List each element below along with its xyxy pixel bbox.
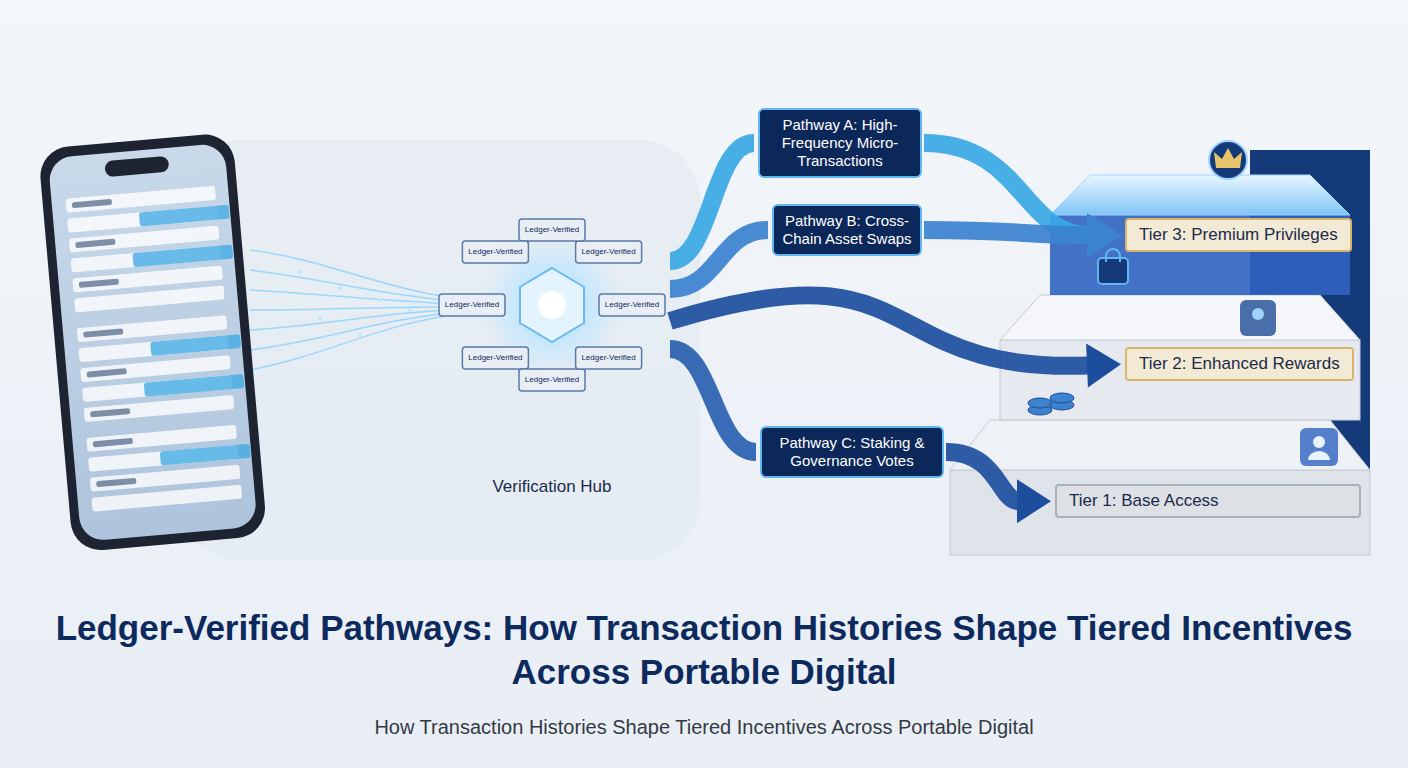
tier-label: Tier 2: Enhanced Rewards — [1125, 347, 1354, 381]
arrow-head — [1087, 213, 1121, 257]
flow-band-line — [670, 295, 1089, 366]
phone-illustration — [38, 132, 268, 552]
arrow-head — [1086, 344, 1121, 388]
tile-label: Ledger-Verified — [519, 225, 585, 235]
tile-label: Ledger-Verified — [439, 300, 505, 310]
tile-label: Ledger-Verified — [599, 300, 665, 310]
node-text: Tier 1: Base Access — [1069, 491, 1347, 511]
arrow-head — [1017, 479, 1051, 523]
diagram-title: Ledger-Verified Pathways: How Transactio… — [54, 606, 1354, 694]
tier-label: Tier 3: Premium Privileges — [1125, 218, 1352, 252]
flow-band-line — [924, 143, 1089, 235]
node-text: Pathway A: High-Frequency Micro-Transact… — [768, 116, 912, 170]
tier-label: Tier 1: Base Access — [1055, 484, 1361, 518]
data-dots — [298, 270, 412, 337]
hub-cluster — [439, 219, 665, 391]
flow-band — [924, 213, 1121, 257]
node-text: Tier 2: Enhanced Rewards — [1139, 354, 1340, 374]
tile-label: Ledger-Verified — [576, 247, 642, 257]
flow-band — [670, 295, 1121, 387]
hub-caption: Verification Hub — [416, 477, 688, 497]
tile-label: Ledger-Verified — [462, 353, 528, 363]
node-text: Tier 3: Premium Privileges — [1139, 225, 1338, 245]
flow-band — [924, 143, 1121, 257]
flow-band-line — [670, 349, 756, 452]
flow-band — [670, 230, 768, 289]
flow-band-line — [946, 452, 1019, 501]
tile-label: Ledger-Verified — [519, 375, 585, 385]
flow-band-line — [924, 230, 1089, 235]
node-text: Pathway C: Staking & Governance Votes — [770, 434, 934, 470]
flow-band-line — [670, 230, 768, 289]
node-text: Pathway B: Cross-Chain Asset Swaps — [782, 212, 912, 248]
flow-band — [670, 349, 756, 452]
pathway-box: Pathway C: Staking & Governance Votes — [760, 426, 944, 478]
data-stream — [250, 250, 470, 370]
diagram-caption: How Transaction Histories Shape Tiered I… — [54, 716, 1354, 739]
arrow-head — [1087, 213, 1121, 257]
tile-label: Ledger-Verified — [462, 247, 528, 257]
tile-label: Ledger-Verified — [576, 353, 642, 363]
pathway-box: Pathway B: Cross-Chain Asset Swaps — [772, 204, 922, 256]
flow-band — [946, 452, 1051, 523]
pathway-box: Pathway A: High-Frequency Micro-Transact… — [758, 108, 922, 178]
